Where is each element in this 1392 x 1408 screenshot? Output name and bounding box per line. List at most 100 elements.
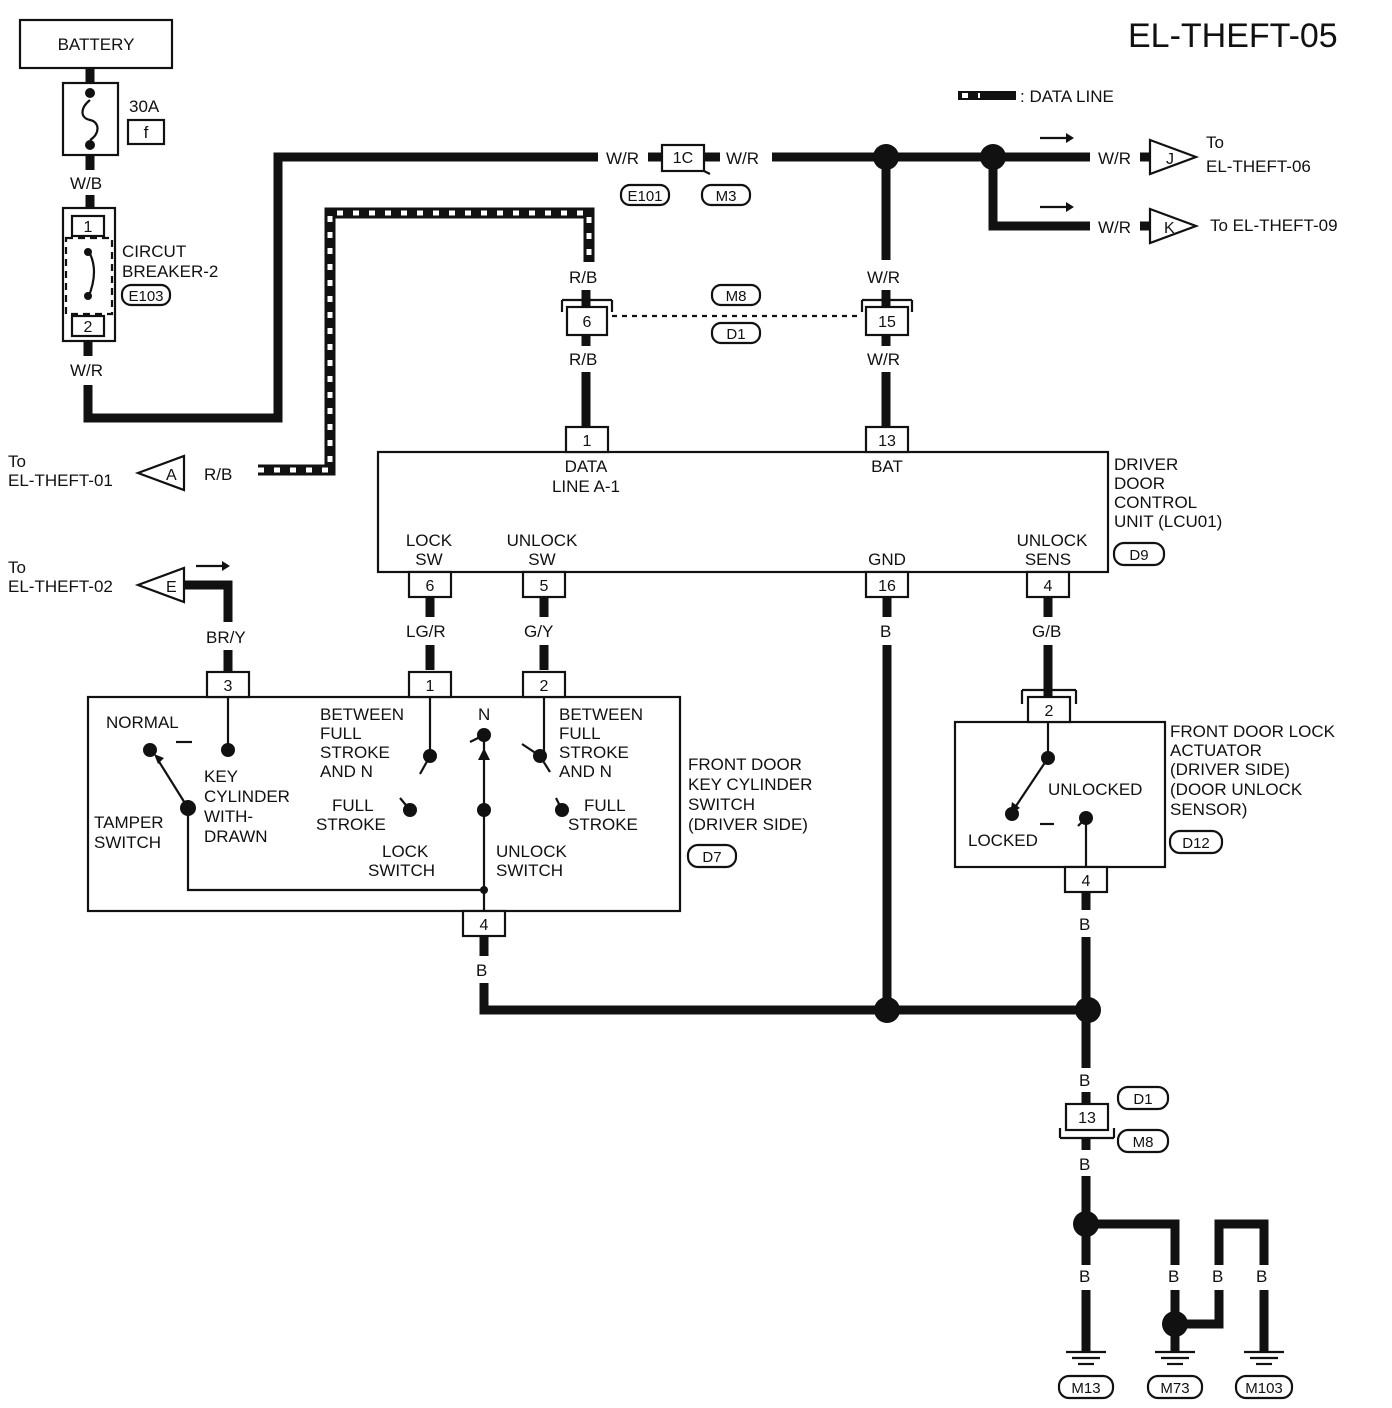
connector-15: 15 xyxy=(860,298,914,337)
svg-text:DRIVER: DRIVER xyxy=(1114,455,1178,474)
wire-label-wr-3: W/R xyxy=(867,268,900,287)
svg-text:N: N xyxy=(478,705,490,724)
svg-text:LOCK: LOCK xyxy=(382,842,429,861)
svg-text:13: 13 xyxy=(1078,1110,1096,1127)
wire-label-wb: W/B xyxy=(70,174,102,193)
page-title: EL-THEFT-05 xyxy=(1128,17,1338,55)
wire-b-ground-bus xyxy=(479,983,1088,1015)
svg-text:SENSOR): SENSOR) xyxy=(1170,800,1247,819)
junction-b-1 xyxy=(874,997,900,1023)
svg-text:CYLINDER: CYLINDER xyxy=(204,787,290,806)
wire-label-b-3: B xyxy=(1079,1155,1090,1174)
svg-text:4: 4 xyxy=(1082,873,1091,890)
svg-text:UNLOCK: UNLOCK xyxy=(496,842,568,861)
offpage-connector-j[interactable]: W/R J To EL-THEFT-06 xyxy=(1040,133,1311,176)
wire-label-b-kc: B xyxy=(476,961,487,980)
svg-text:15: 15 xyxy=(878,314,896,331)
connector-6: 6 xyxy=(560,298,614,337)
svg-text:R/B: R/B xyxy=(204,465,232,484)
connector-13: 13 D1 M8 xyxy=(1058,1085,1170,1154)
cb-label-2: BREAKER-2 xyxy=(122,262,218,281)
wire-label-lgr: LG/R xyxy=(406,622,446,641)
svg-text:(DOOR UNLOCK: (DOOR UNLOCK xyxy=(1170,780,1303,799)
wire-label-wr-cb: W/R xyxy=(70,361,103,380)
ground-m103: M103 xyxy=(1234,1290,1294,1400)
svg-text:W/R: W/R xyxy=(1098,218,1131,237)
wire-rb-data-line xyxy=(258,207,595,476)
svg-text:A: A xyxy=(166,467,177,484)
svg-text:SWITCH: SWITCH xyxy=(94,833,161,852)
svg-text:1: 1 xyxy=(426,678,435,695)
svg-text:UNLOCK: UNLOCK xyxy=(507,531,579,550)
svg-text:E: E xyxy=(166,579,177,596)
legend-text: : DATA LINE xyxy=(1020,87,1114,106)
offpage-connector-a[interactable]: A To EL-THEFT-01 R/B xyxy=(8,452,232,492)
svg-text:TAMPER: TAMPER xyxy=(94,813,164,832)
ground-m13: M13 xyxy=(1057,1290,1115,1400)
svg-text:2: 2 xyxy=(540,678,549,695)
svg-text:UNLOCK: UNLOCK xyxy=(1017,531,1089,550)
svg-text:DRAWN: DRAWN xyxy=(204,827,268,846)
wire-label-b-2: B xyxy=(1079,1071,1090,1090)
svg-text:2: 2 xyxy=(1045,703,1054,720)
svg-text:M13: M13 xyxy=(1071,1380,1100,1397)
svg-text:ACTUATOR: ACTUATOR xyxy=(1170,741,1262,760)
front-door-lock-actuator: 2 UNLOCKED LOCKED 4 FRONT DOOR LOCK ACTU… xyxy=(953,688,1336,894)
wire-label-b-act: B xyxy=(1079,915,1090,934)
svg-text:DATA: DATA xyxy=(565,457,608,476)
svg-text:FRONT DOOR: FRONT DOOR xyxy=(688,755,802,774)
svg-text:UNLOCKED: UNLOCKED xyxy=(1048,780,1142,799)
svg-text:DOOR: DOOR xyxy=(1114,474,1165,493)
fuse-id: f xyxy=(144,123,149,142)
svg-text:EL-THEFT-06: EL-THEFT-06 xyxy=(1206,157,1311,176)
svg-text:NORMAL: NORMAL xyxy=(106,713,179,732)
svg-text:1C: 1C xyxy=(673,150,693,167)
svg-text:LOCKED: LOCKED xyxy=(968,831,1038,850)
svg-text:6: 6 xyxy=(426,578,435,595)
svg-text:FULL: FULL xyxy=(332,796,374,815)
circuit-breaker-2: 1 2 CIRCUT BREAKER-2 E103 xyxy=(61,206,218,343)
offpage-connector-e[interactable]: E To EL-THEFT-02 xyxy=(8,558,230,604)
dcu-connector: D9 xyxy=(1129,547,1148,564)
svg-text:GND: GND xyxy=(868,550,906,569)
cb-pin-2: 2 xyxy=(84,319,93,336)
cb-pin-1: 1 xyxy=(84,219,93,236)
cb-label-1: CIRCUT xyxy=(122,242,186,261)
offpage-connector-k[interactable]: W/R K To EL-THEFT-09 xyxy=(1040,202,1338,245)
connector-m3: M3 xyxy=(716,188,737,205)
svg-text:J: J xyxy=(1166,151,1174,168)
svg-text:4: 4 xyxy=(1044,578,1053,595)
svg-text:FULL: FULL xyxy=(584,796,626,815)
connector-1c: 1C E101 M3 xyxy=(619,143,752,207)
front-door-key-cylinder-switch: 3 1 2 4 NORMAL KEY CYLINDER WITH- DRAWN … xyxy=(86,670,812,938)
data-line-legend: : DATA LINE xyxy=(958,87,1114,106)
svg-text:K: K xyxy=(1164,220,1175,237)
wire-b-m73 xyxy=(1086,1219,1180,1265)
svg-text:13: 13 xyxy=(878,433,896,450)
svg-text:To EL-THEFT-09: To EL-THEFT-09 xyxy=(1210,216,1338,235)
connector-d1: D1 xyxy=(726,326,745,343)
wire-wr-to-k xyxy=(988,157,1090,231)
svg-text:FRONT DOOR LOCK: FRONT DOOR LOCK xyxy=(1170,722,1336,741)
svg-text:STROKE: STROKE xyxy=(559,743,629,762)
svg-text:STROKE: STROKE xyxy=(316,815,386,834)
svg-text:CONTROL: CONTROL xyxy=(1114,493,1197,512)
svg-text:5: 5 xyxy=(540,578,549,595)
svg-text:16: 16 xyxy=(878,578,896,595)
svg-text:FULL: FULL xyxy=(320,724,362,743)
svg-text:KEY CYLINDER: KEY CYLINDER xyxy=(688,775,812,794)
driver-door-control-unit: 1 DATA LINE A-1 13 BAT LOCK SW 6 UNLOCK … xyxy=(376,425,1222,599)
svg-text:BAT: BAT xyxy=(871,457,903,476)
wire-label-b-4: B xyxy=(1079,1267,1090,1286)
svg-text:AND N: AND N xyxy=(320,762,373,781)
battery: BATTERY xyxy=(18,18,174,70)
svg-text:SW: SW xyxy=(528,550,555,569)
svg-text:LINE A-1: LINE A-1 xyxy=(552,477,620,496)
battery-label: BATTERY xyxy=(58,35,135,54)
svg-text:LOCK: LOCK xyxy=(406,531,453,550)
fuse-rating: 30A xyxy=(129,97,160,116)
svg-text:1: 1 xyxy=(583,433,592,450)
svg-text:BETWEEN: BETWEEN xyxy=(559,705,643,724)
svg-text:STROKE: STROKE xyxy=(320,743,390,762)
